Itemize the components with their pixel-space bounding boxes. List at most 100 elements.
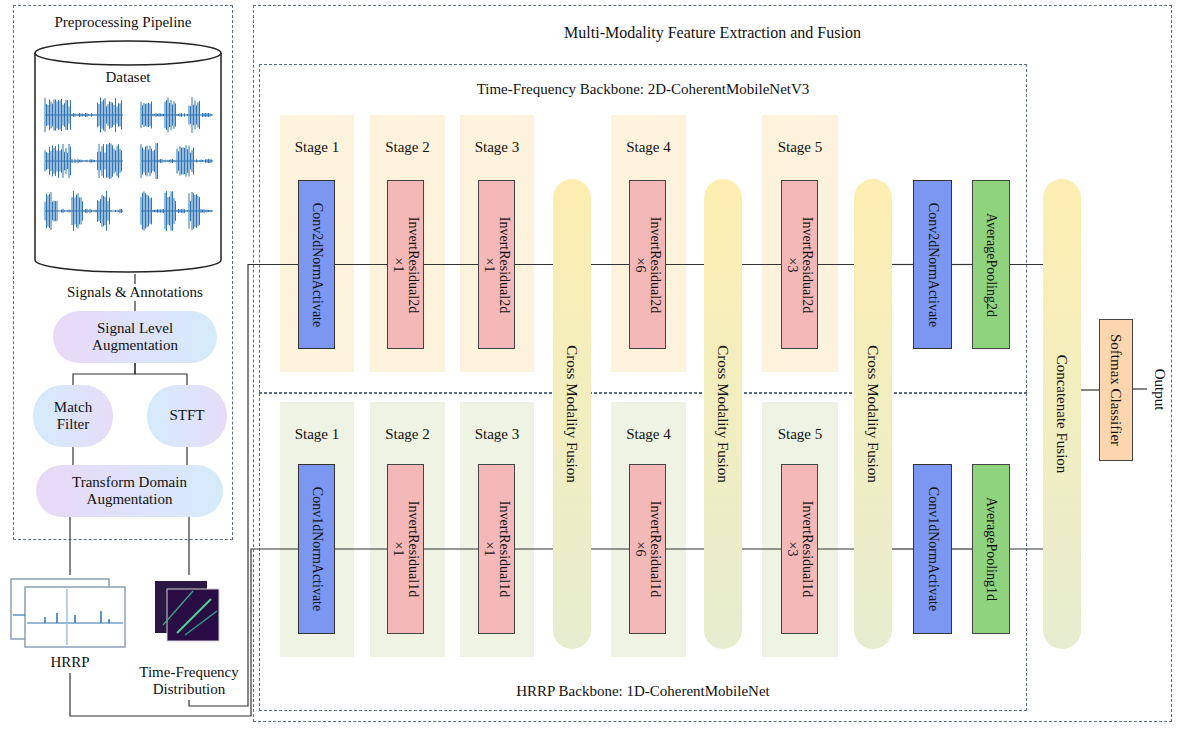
illustration-stroke: [35, 53, 221, 272]
pooling-block: AveragePooling2d: [972, 180, 1010, 349]
dataset-cylinder: Dataset: [33, 39, 223, 274]
stage-label: Stage 1: [295, 426, 340, 443]
connector-line: [892, 548, 913, 549]
conv-block: Conv1dNormActivate: [913, 464, 952, 634]
illustration-stroke: [25, 587, 125, 647]
pooling-block: AveragePooling1d: [972, 464, 1010, 634]
invert-residual-block: InvertResidual1d ×1: [387, 464, 424, 634]
illustration-stroke: [185, 611, 217, 635]
invert-residual-block: InvertResidual2d ×1: [478, 180, 515, 349]
stage-label: Stage 1: [295, 139, 340, 156]
node-label: Cross Modality Fusion: [715, 345, 732, 483]
connector-line: [189, 265, 298, 707]
node-label: InvertResidual1d ×6: [632, 493, 663, 605]
stage-band: Stage 2 InvertResidual1d ×1: [370, 402, 445, 657]
illustration-stroke: [141, 143, 213, 179]
connector-line: [892, 264, 913, 265]
stft-pill: STFT: [147, 385, 227, 447]
stage-label: Stage 3: [475, 139, 520, 156]
node-label: Transform Domain Augmentation: [42, 474, 217, 509]
pipeline-frame: Preprocessing PipelineDatasetSignal Leve…: [13, 5, 233, 540]
connector-line: [818, 264, 854, 265]
node-label: Conv1dNormActivate: [925, 487, 940, 611]
invert-residual-block: InvertResidual2d ×6: [629, 180, 666, 349]
connector-line: [742, 548, 781, 549]
connector-line: [335, 548, 387, 549]
fusion-pill: Cross Modality Fusion: [704, 179, 742, 649]
node-label: Cross Modality Fusion: [865, 345, 882, 483]
illustration-stroke: [66, 589, 68, 645]
illustration-stroke: [163, 591, 193, 625]
connector-line: [952, 548, 972, 549]
stage-band: Stage 4 InvertResidual1d ×6: [611, 402, 686, 657]
illustration-stroke: [45, 98, 123, 133]
connector-line: [72, 447, 73, 465]
invert-residual-block: InvertResidual1d ×1: [478, 464, 515, 634]
connector-line: [424, 264, 478, 265]
node-label: AveragePooling1d: [983, 497, 998, 601]
node-label: Match Filter: [39, 399, 107, 434]
node-label: Signal Level Augmentation: [59, 320, 211, 355]
connector-line: [591, 264, 629, 265]
output-label: Output: [1151, 368, 1168, 410]
frame-title: HRRP Backbone: 1D-CoherentMobileNet: [260, 683, 1026, 700]
illustration-stroke: [141, 191, 213, 231]
connector-line: [742, 264, 781, 265]
connector-line: [818, 548, 854, 549]
stage-band: Stage 5InvertResidual2d ×3: [762, 115, 838, 372]
illustration-stroke: [141, 97, 213, 133]
node-label: InvertResidual1d ×1: [390, 493, 421, 605]
connector-line: [335, 264, 387, 265]
connector-line: [188, 517, 189, 575]
connector-line: [424, 548, 478, 549]
stage-label: Stage 3: [475, 426, 520, 443]
connector-line: [515, 264, 553, 265]
connector-line: [1010, 548, 1043, 549]
connector-line: [952, 264, 972, 265]
fusion-frame: Multi-Modality Feature Extraction and Fu…: [253, 5, 1172, 722]
stage-label: Stage 2: [385, 139, 430, 156]
illustration-stroke: [45, 143, 123, 179]
node-label: Conv2dNormActivate: [309, 202, 324, 326]
connector-line: [135, 363, 187, 385]
illustration-stroke: [35, 41, 221, 65]
illustration-stroke: [45, 191, 123, 231]
frame-title: Preprocessing Pipeline: [14, 14, 232, 31]
illustration-stroke: [45, 611, 109, 623]
conv-block: Conv1dNormActivate: [298, 464, 335, 634]
conv-block: Conv2dNormActivate: [298, 180, 335, 349]
invert-residual-block: InvertResidual1d ×6: [629, 464, 666, 634]
connector-line: [186, 447, 187, 465]
connector-line: [69, 517, 70, 575]
stage-label: Stage 2: [385, 426, 430, 443]
invert-residual-block: InvertResidual2d ×3: [781, 180, 818, 349]
frame-title: Time-Frequency Backbone: 2D-CoherentMobi…: [260, 81, 1026, 98]
node-label: AveragePooling2d: [983, 213, 998, 317]
node-label: Conv2dNormActivate: [925, 202, 940, 326]
tf-input: Time-Frequency Distribution: [133, 575, 245, 700]
node-label: Dataset: [106, 69, 151, 86]
augmentation-pill: Transform Domain Augmentation: [36, 465, 223, 517]
node-label: HRRP: [50, 654, 89, 671]
node-label: Softmax Classifier: [1108, 334, 1125, 446]
connector-line: [1010, 264, 1043, 265]
connector-line: [666, 264, 704, 265]
concat-pill: Concatenate Fusion: [1043, 179, 1081, 649]
invert-residual-block: InvertResidual1d ×3: [781, 464, 818, 634]
node-label: Cross Modality Fusion: [564, 345, 581, 483]
stage-band: Stage 3 InvertResidual1d ×1: [460, 402, 534, 657]
stage-label: Stage 4: [626, 139, 671, 156]
node-label: Time-Frequency Distribution: [139, 664, 239, 699]
node-label: Conv1dNormActivate: [309, 487, 324, 611]
node-label: InvertResidual2d ×3: [784, 209, 815, 321]
connector-line: [591, 548, 629, 549]
stage-label: Stage 4: [626, 426, 671, 443]
stage-label: Stage 5: [778, 426, 823, 443]
filter-pill: Match Filter: [33, 385, 113, 447]
stage-band: Stage 2InvertResidual2d ×1: [370, 115, 445, 372]
stage-band: Stage 1 Conv1dNormActivate: [280, 402, 354, 657]
frame-title: Multi-Modality Feature Extraction and Fu…: [254, 24, 1171, 42]
output-line: [1132, 388, 1147, 389]
stage-band: Stage 5 InvertResidual1d ×3: [762, 402, 838, 657]
